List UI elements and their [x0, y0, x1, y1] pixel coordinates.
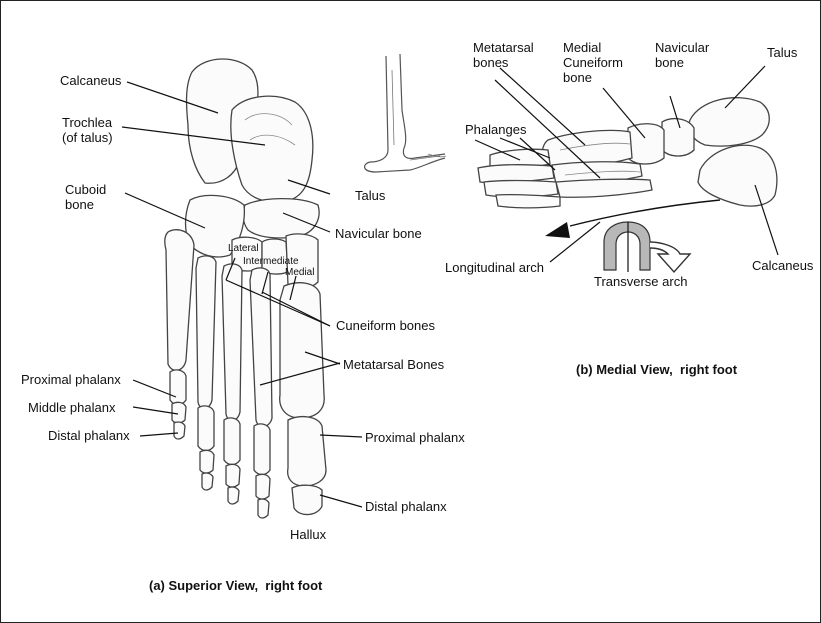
leg-sketch	[365, 54, 446, 172]
metatarsal-3	[222, 264, 242, 421]
label-middle-phalanx: Middle phalanx	[28, 400, 115, 415]
label-phalanges: Phalanges	[465, 122, 526, 137]
label-medial-calcaneus: Calcaneus	[752, 258, 813, 273]
label-medial-metatarsal: Metatarsal bones	[473, 40, 534, 70]
label-cuboid: Cuboid bone	[65, 182, 106, 212]
transverse-arch-shape	[604, 222, 650, 270]
proximal-phalanx-2	[254, 424, 270, 475]
middle-phalanx-2	[256, 474, 270, 499]
medial-calcaneus-bone	[698, 145, 777, 206]
medial-metatarsal-3	[556, 179, 652, 197]
medial-talus-bone	[689, 98, 769, 146]
label-proximal-phalanx-left: Proximal phalanx	[21, 372, 121, 387]
caption-medial-view: (b) Medial View, right foot	[576, 362, 737, 377]
middle-phalanx-4	[200, 450, 214, 473]
proximal-phalanx-1	[288, 417, 326, 486]
metatarsal-4	[196, 256, 216, 409]
longitudinal-arch-arrowhead	[545, 222, 570, 238]
label-distal-phalanx-left: Distal phalanx	[48, 428, 130, 443]
distal-phalanx-2	[258, 499, 269, 518]
medial-view-drawing	[478, 98, 777, 208]
label-proximal-phalanx-right: Proximal phalanx	[365, 430, 465, 445]
middle-phalanx-3	[226, 464, 240, 487]
middle-phalanx-5	[172, 402, 186, 423]
label-hallux: Hallux	[290, 527, 326, 542]
label-talus: Talus	[355, 188, 385, 203]
label-medial-talus: Talus	[767, 45, 797, 60]
metatarsal-5	[165, 230, 194, 371]
label-metatarsal-bones: Metatarsal Bones	[343, 357, 444, 372]
distal-phalanx-3	[228, 487, 239, 504]
distal-phalanx-1	[292, 485, 322, 514]
label-calcaneus: Calcaneus	[60, 73, 121, 88]
proximal-phalanx-4	[198, 406, 214, 451]
distal-phalanx-4	[202, 473, 213, 490]
label-navicular: Navicular bone	[335, 226, 422, 241]
proximal-phalanx-3	[224, 418, 240, 465]
navicular-bone	[243, 199, 319, 238]
proximal-phalanx-5	[170, 370, 186, 405]
label-intermediate: Intermediate	[243, 256, 299, 267]
distal-phalanx-5	[174, 422, 185, 439]
label-transverse-arch: Transverse arch	[594, 274, 687, 289]
medial-cuneiform-bone	[628, 124, 664, 164]
medial-phalanges-4	[496, 195, 560, 208]
label-medial: Medial	[285, 267, 314, 278]
caption-superior-view: (a) Superior View, right foot	[149, 578, 322, 593]
label-longitudinal-arch: Longitudinal arch	[445, 260, 544, 275]
medial-navicular-bone	[662, 119, 694, 156]
label-lateral: Lateral	[228, 243, 259, 254]
label-trochlea: Trochlea (of talus)	[62, 115, 113, 145]
metatarsal-1	[280, 283, 325, 418]
transverse-arch-arrow	[650, 242, 690, 272]
longitudinal-arch-curve	[570, 200, 720, 226]
label-medial-navicular: Navicular bone	[655, 40, 709, 70]
label-distal-phalanx-right: Distal phalanx	[365, 499, 447, 514]
label-medial-cuneiform: Medial Cuneiform bone	[563, 40, 623, 85]
label-cuneiform-bones: Cuneiform bones	[336, 318, 435, 333]
arch-indicators	[545, 200, 720, 272]
talus-bone	[231, 96, 313, 202]
